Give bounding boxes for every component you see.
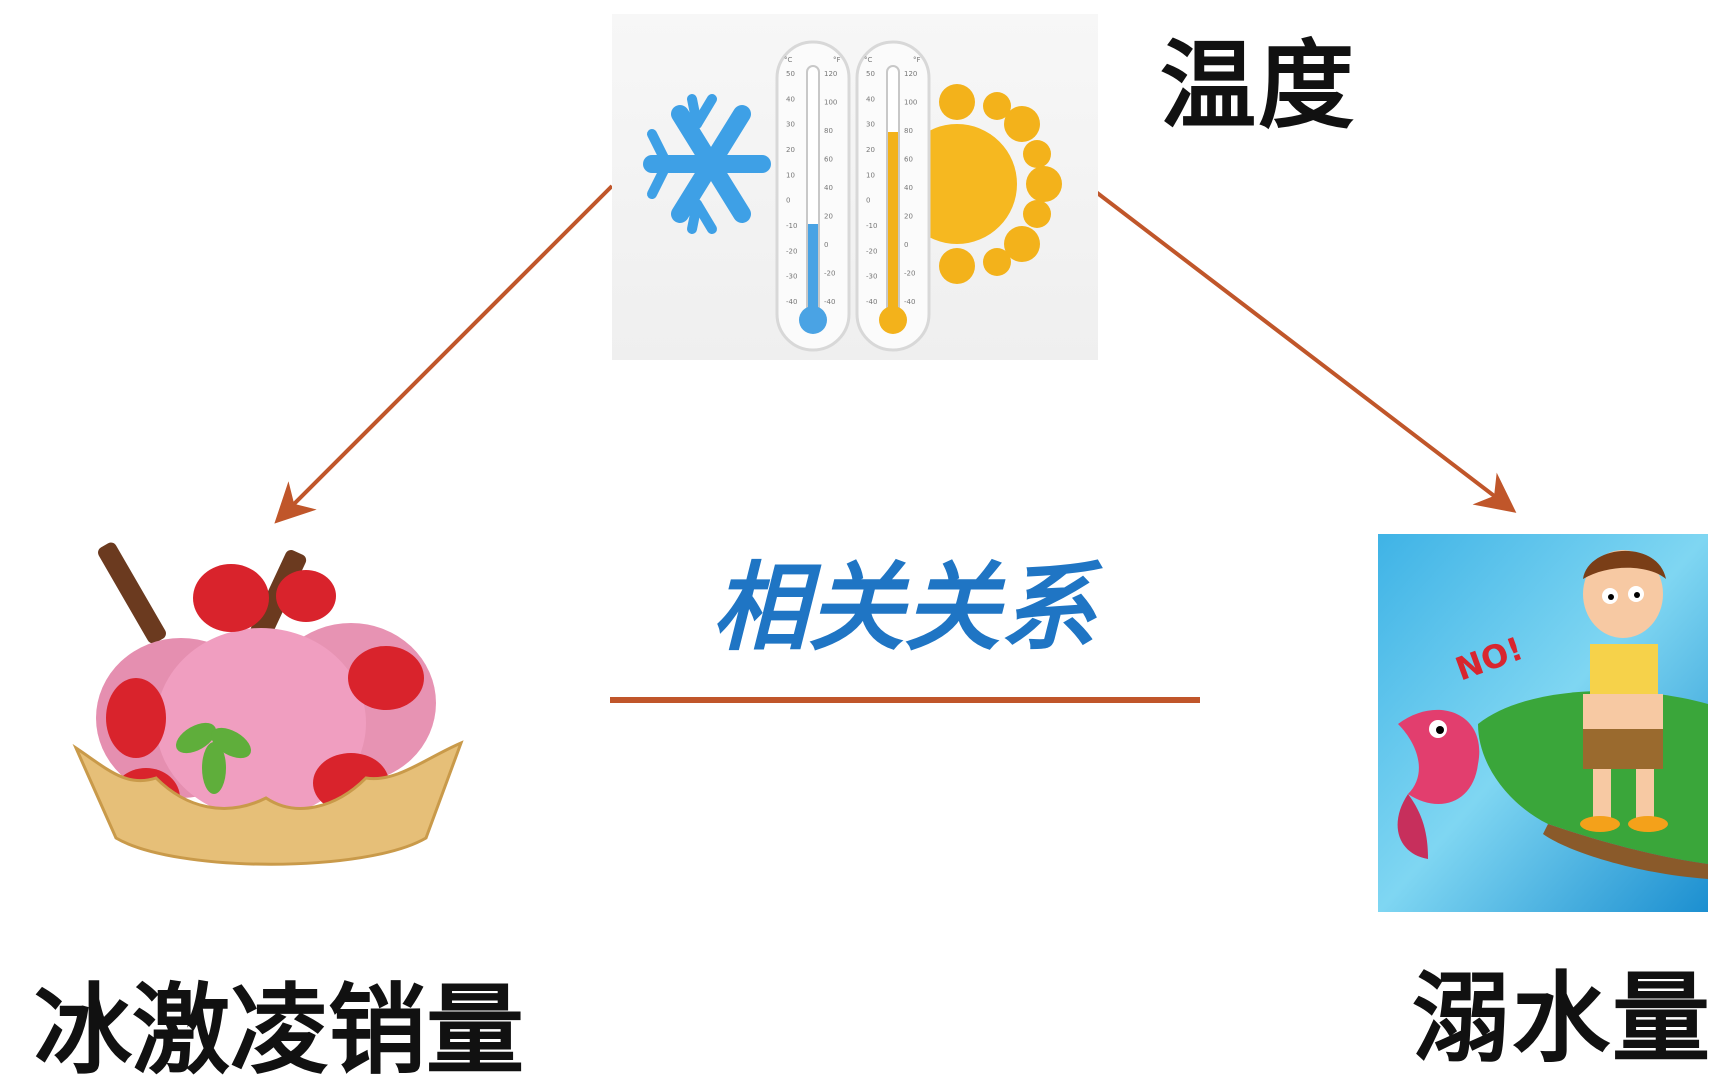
waffle-bowl-icon — [72, 740, 464, 866]
mint-leaf-icon — [176, 722, 251, 794]
celsius-tick-label: 30 — [786, 121, 795, 129]
cold-thermometer-icon — [775, 40, 851, 352]
fahrenheit-tick-label: 100 — [824, 99, 837, 107]
celsius-tick-label: 10 — [786, 171, 795, 179]
celsius-unit: °C — [784, 56, 793, 64]
celsius-tick-label: -30 — [786, 273, 797, 281]
arrow-temperature-to-icecream — [274, 184, 614, 524]
fahrenheit-unit-2: °F — [913, 56, 921, 64]
boy-icon — [1580, 550, 1668, 832]
fahrenheit-tick-label: 0 — [904, 241, 908, 249]
fahrenheit-unit: °F — [833, 56, 841, 64]
celsius-tick-label: 30 — [866, 121, 875, 129]
arrow-temperature-to-drowning — [1094, 190, 1517, 513]
celsius-tick-label: 20 — [786, 146, 795, 154]
fahrenheit-tick-label: -40 — [904, 298, 915, 306]
fahrenheit-tick-label: 20 — [824, 213, 833, 221]
fish-icon — [1397, 709, 1480, 859]
celsius-tick-label: -40 — [866, 298, 877, 306]
snowflake-icon — [643, 94, 771, 234]
fahrenheit-tick-label: 120 — [824, 70, 837, 78]
fahrenheit-tick-label: 40 — [824, 184, 833, 192]
celsius-tick-label: 40 — [786, 95, 795, 103]
celsius-tick-label: 50 — [786, 70, 795, 78]
celsius-tick-label: 0 — [866, 197, 870, 205]
fahrenheit-tick-label: -40 — [824, 298, 835, 306]
fahrenheit-tick-label: 20 — [904, 213, 913, 221]
fahrenheit-tick-label: 100 — [904, 99, 917, 107]
celsius-tick-label: -20 — [786, 247, 797, 255]
drowning-label: 溺水量 — [1412, 962, 1713, 1076]
warm-thermometer-icon — [855, 40, 931, 352]
celsius-tick-label: -10 — [866, 222, 877, 230]
fahrenheit-tick-label: 60 — [904, 156, 913, 164]
celsius-tick-label: 20 — [866, 146, 875, 154]
celsius-tick-label: -30 — [866, 273, 877, 281]
temperature-label: 温度 — [1160, 30, 1356, 142]
celsius-tick-label: 10 — [866, 171, 875, 179]
fahrenheit-tick-label: 120 — [904, 70, 917, 78]
fahrenheit-tick-label: 0 — [824, 241, 828, 249]
fahrenheit-tick-label: 80 — [904, 127, 913, 135]
fahrenheit-tick-label: 80 — [824, 127, 833, 135]
celsius-unit-2: °C — [864, 56, 873, 64]
fahrenheit-tick-label: 60 — [824, 156, 833, 164]
fahrenheit-tick-label: -20 — [904, 270, 915, 278]
fahrenheit-tick-label: -20 — [824, 270, 835, 278]
celsius-tick-label: -40 — [786, 298, 797, 306]
celsius-tick-label: -20 — [866, 247, 877, 255]
celsius-tick-label: -10 — [786, 222, 797, 230]
drowning-cartoon-image: NO! — [1378, 534, 1708, 912]
relation-label: 相关关系 — [712, 552, 1096, 664]
ice-cream-image — [66, 528, 470, 888]
celsius-tick-label: 50 — [866, 70, 875, 78]
relation-underline — [610, 697, 1200, 703]
icecream-sales-label: 冰激凌销量 — [34, 974, 525, 1088]
celsius-tick-label: 40 — [866, 95, 875, 103]
fahrenheit-tick-label: 40 — [904, 184, 913, 192]
ground-edge — [1543, 824, 1708, 879]
celsius-tick-label: 0 — [786, 197, 790, 205]
